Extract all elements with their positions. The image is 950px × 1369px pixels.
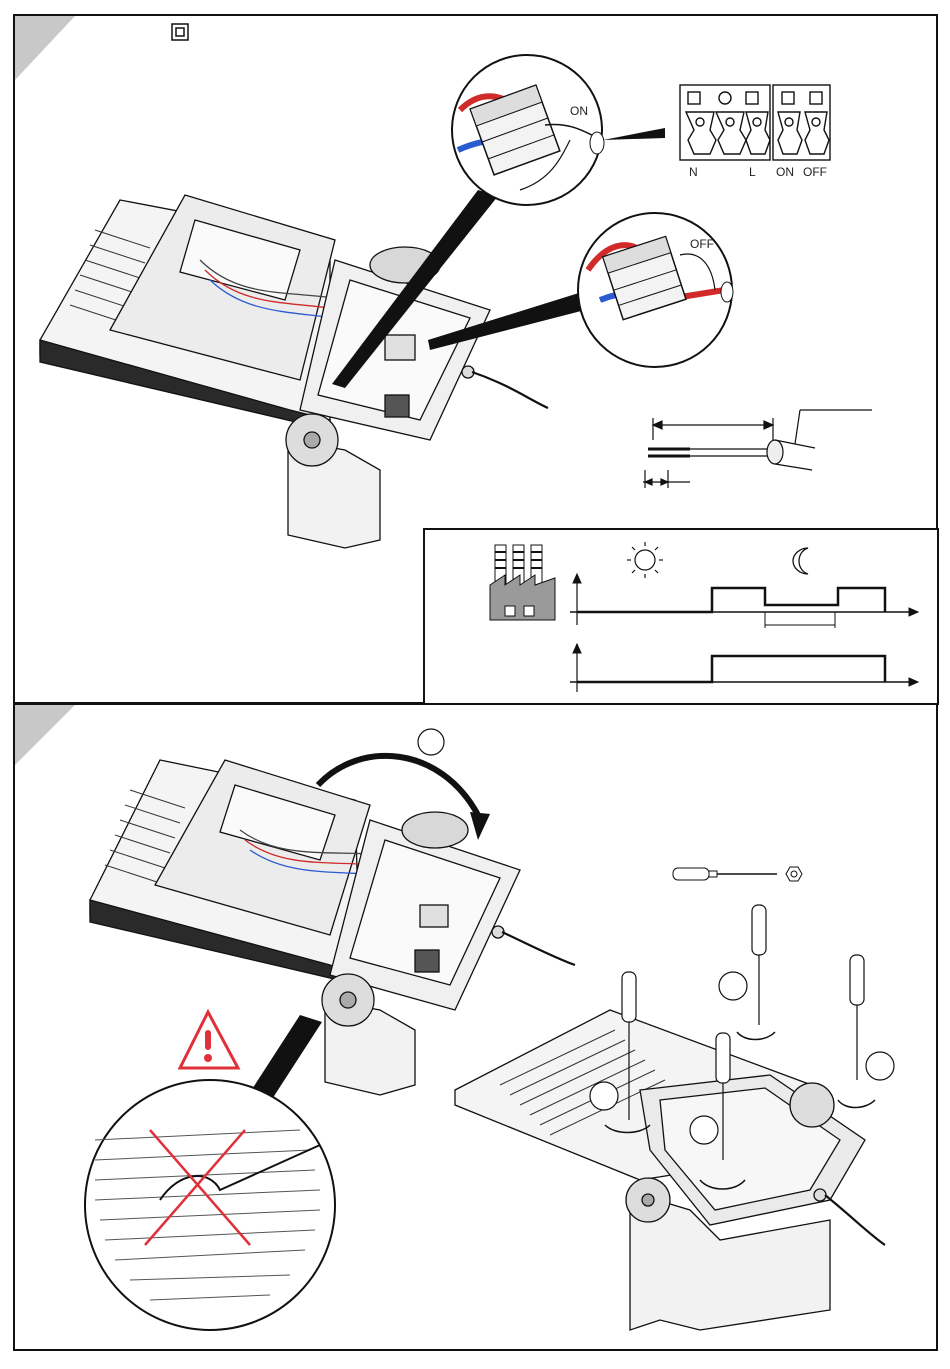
step-circle-b xyxy=(866,1052,894,1080)
floodlight-closed xyxy=(455,1010,885,1330)
floodlight-open-bottom xyxy=(90,760,575,1095)
step-circle-a xyxy=(719,972,747,1000)
cable-stripping-diagram xyxy=(643,410,872,488)
terminal-label-on: ON xyxy=(776,165,794,179)
step-circle-c xyxy=(590,1082,618,1110)
terminal-label-l: L xyxy=(749,165,756,179)
callout-terminal-on xyxy=(452,55,604,205)
terminal-block-diagram xyxy=(680,85,830,160)
class-ii-symbol-icon xyxy=(172,24,188,40)
warning-icon xyxy=(180,1012,238,1068)
detail-gasket-warning xyxy=(85,1080,335,1330)
terminal-label-n: N xyxy=(689,165,698,179)
step-corner-marker-2 xyxy=(15,705,75,765)
callout-off-label: OFF xyxy=(690,237,714,251)
step-circle-1 xyxy=(418,729,444,755)
pointer-arrow xyxy=(603,128,665,140)
step-corner-marker-1 xyxy=(15,16,75,80)
callout-on-label: ON xyxy=(570,104,588,118)
screwdriver-icon xyxy=(673,868,777,880)
rotate-arrow-head xyxy=(470,812,490,840)
terminal-label-off: OFF xyxy=(803,165,827,179)
step-circle-d xyxy=(690,1116,718,1144)
nut-icon xyxy=(786,867,802,881)
floodlight-open-top xyxy=(40,195,548,548)
